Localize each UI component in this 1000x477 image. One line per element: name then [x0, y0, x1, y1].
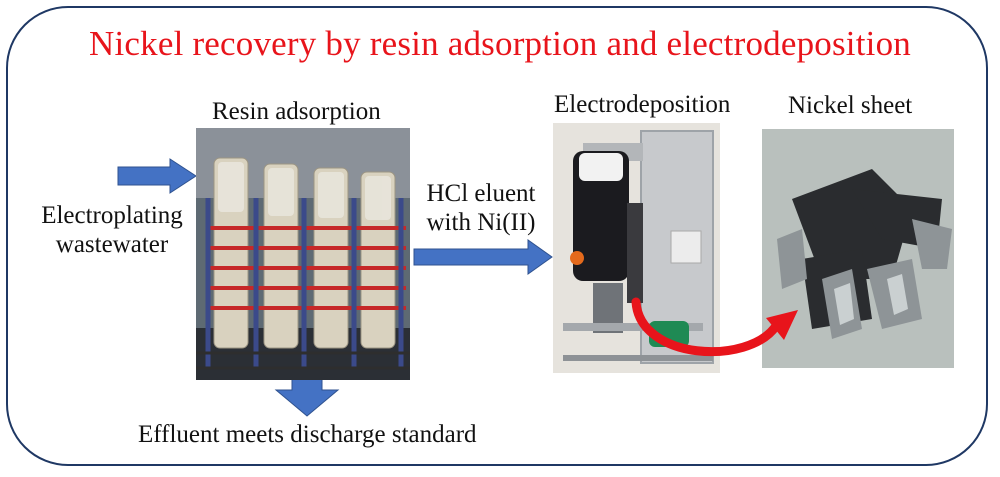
- input-label-line2: wastewater: [55, 231, 169, 258]
- effluent-label: Effluent meets discharge standard: [138, 421, 477, 448]
- eluent-label-line1: HCl eluent: [426, 180, 536, 207]
- electrodeposition-label: Electrodeposition: [554, 91, 731, 118]
- eluent-label: HCl eluent with Ni(II): [418, 179, 544, 237]
- input-arrow: [117, 158, 197, 194]
- eluent-label-line2: with Ni(II): [426, 209, 536, 236]
- diagram-title: Nickel recovery by resin adsorption and …: [89, 24, 911, 63]
- input-label-line1: Electroplating: [41, 202, 183, 229]
- resin-adsorption-label: Resin adsorption: [212, 98, 381, 125]
- electrodeposition-photo: [553, 123, 720, 373]
- nickel-sheet-label: Nickel sheet: [788, 92, 913, 119]
- nickel-sheet-photo: [762, 129, 954, 368]
- effluent-arrow: [274, 377, 340, 417]
- input-label: Electroplating wastewater: [36, 201, 188, 259]
- diagram-frame: [6, 6, 988, 466]
- product-arrow: [628, 297, 804, 372]
- eluent-arrow: [413, 239, 553, 275]
- resin-adsorption-photo: [196, 128, 410, 380]
